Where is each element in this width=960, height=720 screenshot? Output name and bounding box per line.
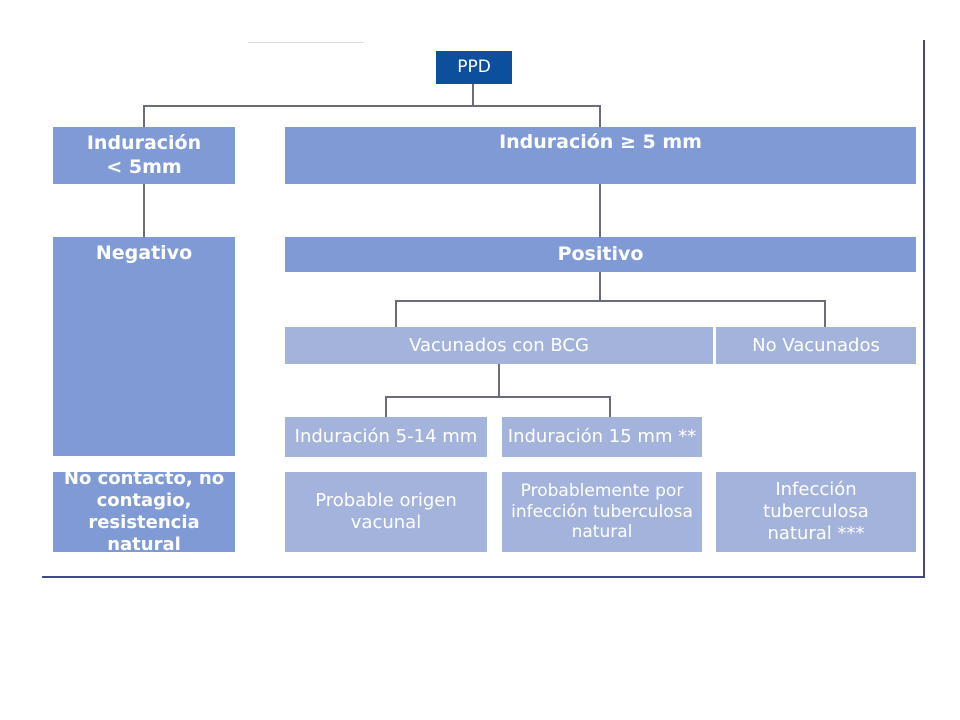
node-no-contacto: No contacto, no contagio, resistencia na… (53, 468, 235, 555)
node-negativo: Negativo (53, 237, 235, 456)
connector-to-induracion-mayor (599, 105, 601, 127)
node-induracion-menor-label: Induración < 5mm (86, 132, 202, 178)
connector-induracion-mayor-to-positivo (599, 184, 601, 237)
connector-to-induracion-menor (143, 105, 145, 127)
connector-level1-bar (143, 105, 601, 107)
node-positivo-label: Positivo (557, 242, 644, 265)
connector-to-vacunados (395, 300, 397, 327)
node-positivo: Positivo (285, 237, 916, 272)
connector-induracion-menor-to-negativo (143, 184, 145, 237)
node-induracion-mayor: Induración ≥ 5 mm (285, 127, 916, 184)
connector-to-induracion-15 (609, 396, 611, 417)
node-induracion-5-14-label: Induración 5-14 mm (294, 426, 478, 448)
node-no-vacunados: No Vacunados (716, 327, 916, 364)
node-induracion-15: Induración 15 mm ** (502, 417, 702, 457)
connector-vacunados-down (498, 364, 500, 398)
node-origen-vacunal: Probable origen vacunal (285, 472, 487, 552)
node-vacunados-label: Vacunados con BCG (409, 334, 589, 356)
connector-positivo-down (599, 272, 601, 302)
connector-to-induracion-5-14 (385, 396, 387, 417)
connector-to-no-vacunados (824, 300, 826, 327)
connector-level3-bar (395, 300, 826, 302)
node-induracion-15-label: Induración 15 mm ** (507, 426, 697, 448)
decorative-rule (248, 42, 364, 43)
node-probablemente-label: Probablemente por infección tuberculosa … (511, 480, 693, 543)
node-no-contacto-label: No contacto, no contagio, resistencia na… (63, 468, 225, 555)
node-probablemente: Probablemente por infección tuberculosa … (502, 472, 702, 552)
node-induracion-5-14: Induración 5-14 mm (285, 417, 487, 457)
node-origen-vacunal-label: Probable origen vacunal (315, 490, 457, 533)
node-no-vacunados-label: No Vacunados (752, 334, 880, 356)
node-negativo-label: Negativo (95, 242, 193, 264)
node-induracion-mayor-label: Induración ≥ 5 mm (499, 131, 702, 153)
node-induracion-menor: Induración < 5mm (53, 127, 235, 184)
node-infeccion-natural-label: Infección tuberculosa natural *** (763, 479, 869, 544)
node-ppd: PPD (436, 51, 512, 84)
node-infeccion-natural: Infección tuberculosa natural *** (716, 472, 916, 552)
diagram-frame (42, 40, 925, 578)
connector-root-down (472, 84, 474, 106)
connector-level4-bar (385, 396, 611, 398)
node-ppd-label: PPD (457, 57, 491, 78)
node-vacunados: Vacunados con BCG (285, 327, 713, 364)
